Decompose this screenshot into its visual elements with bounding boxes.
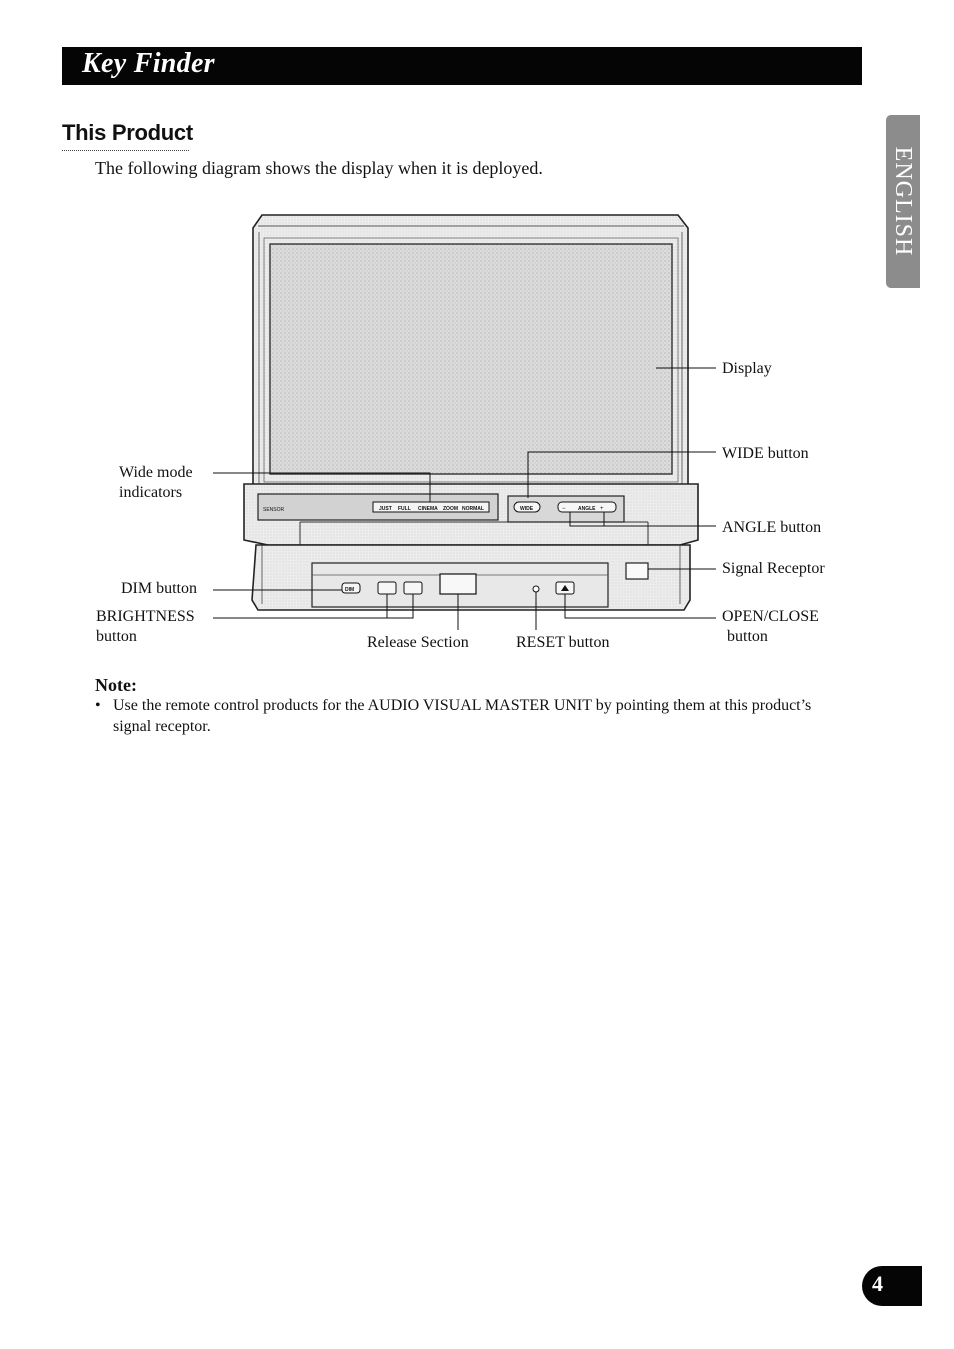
- wide-button-text: WIDE: [520, 506, 534, 512]
- dim-button-text: DIM: [345, 587, 354, 593]
- brightness-minus-button: [377, 581, 397, 595]
- release-section: [439, 573, 477, 595]
- note-bullet: •: [95, 697, 101, 714]
- angle-minus: −: [562, 506, 566, 512]
- sensor-text: SENSOR: [263, 507, 285, 513]
- label-open-close: OPEN/CLOSE: [722, 608, 819, 625]
- section-underline: [62, 149, 189, 151]
- mode-cinema: CINEMA: [418, 506, 438, 512]
- label-brightness: BRIGHTNESS: [96, 608, 195, 625]
- angle-button-text: ANGLE: [578, 506, 596, 512]
- wide-button: [513, 501, 541, 513]
- label-open-close-2: button: [727, 628, 768, 645]
- page-number-tab: 4: [862, 1266, 922, 1306]
- intro-text: The following diagram shows the display …: [95, 158, 543, 178]
- dim-button: [341, 582, 361, 594]
- label-wide-button: WIDE button: [722, 445, 809, 462]
- angle-plus: +: [600, 506, 604, 512]
- reset-button: [532, 585, 540, 593]
- mode-full: FULL: [398, 506, 411, 512]
- page-number: 4: [872, 1271, 883, 1296]
- signal-receptor: [625, 562, 649, 580]
- note-title: Note:: [95, 675, 137, 695]
- label-reset-button: RESET button: [516, 634, 610, 651]
- display-screen: [269, 243, 673, 475]
- label-wide-mode-2: indicators: [119, 484, 183, 501]
- label-brightness-2: button: [96, 628, 137, 645]
- brightness-plus-button: [403, 581, 423, 595]
- wide-mode-indicator-box: [372, 501, 490, 513]
- page-title: Key Finder: [82, 48, 215, 79]
- mode-just: JUST: [379, 506, 392, 512]
- section-heading: This Product: [62, 120, 193, 145]
- label-dim-button: DIM button: [121, 580, 197, 597]
- label-display: Display: [722, 360, 772, 377]
- mode-normal: NORMAL: [462, 506, 484, 512]
- label-angle-button: ANGLE button: [722, 519, 822, 536]
- label-wide-mode: Wide mode: [119, 464, 193, 481]
- language-tab: ENGLISH: [886, 115, 920, 288]
- label-signal-receptor: Signal Receptor: [722, 560, 825, 577]
- title-bar: Key Finder: [62, 47, 862, 85]
- mode-zoom: ZOOM: [443, 506, 458, 512]
- angle-button: [557, 501, 617, 513]
- note-text: Use the remote control products for the …: [113, 697, 812, 735]
- label-release-section: Release Section: [367, 634, 469, 651]
- product-diagram: SENSOR JUST FULL CINEMA ZOOM NORMAL WIDE…: [213, 214, 716, 630]
